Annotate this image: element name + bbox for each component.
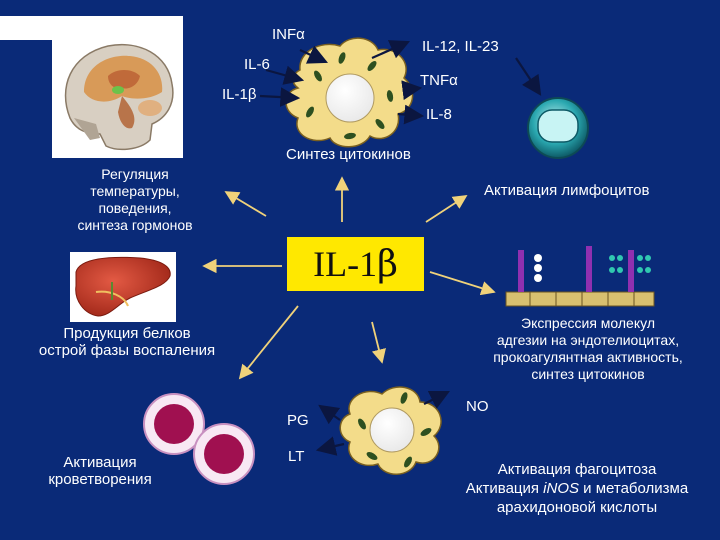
il1b-hub: IL-1β [287, 237, 424, 291]
brain-skull-icon [64, 44, 174, 151]
phago-line-3: арахидоновой кислоты [496, 499, 658, 516]
phago-line-1: Активация фагоцитоза [497, 461, 657, 478]
brain-image-panel [0, 16, 183, 40]
thermoregulation-text: Регуляция температуры, поведения, синтез… [60, 166, 210, 234]
label-pg: PG [287, 412, 309, 429]
hub-arrows [202, 176, 496, 380]
liver-icon [75, 256, 171, 317]
bottom-phagocyte-cell [339, 386, 442, 475]
acute-line-2: острой фазы воспаления [38, 342, 216, 359]
label-il12-il23: IL-12, IL-23 [422, 38, 499, 55]
adhesion-line-4: синтез цитокинов [531, 366, 645, 382]
label-no: NO [466, 398, 489, 415]
top-macrophage-cell [285, 37, 414, 148]
adhesion-line-3: прокоагулянтная активность, [493, 349, 683, 365]
phago-line-2-inos: iNOS [543, 480, 580, 497]
label-cytokine-synthesis: Синтез цитокинов [286, 146, 411, 163]
hematopoiesis-text: Активация кроветворения [30, 454, 170, 488]
top-cell-arrows [259, 40, 542, 125]
label-tnfa: TNFα [420, 72, 458, 89]
lymphocyte-icon [527, 97, 589, 159]
thermo-line-3: поведения, [98, 200, 172, 216]
label-il6: IL-6 [244, 56, 270, 73]
thermo-line-4: синтеза гормонов [77, 217, 193, 233]
acute-phase-text: Продукция белков острой фазы воспаления [14, 325, 240, 359]
label-il8: IL-8 [426, 106, 452, 123]
label-lt: LT [288, 448, 305, 465]
phago-line-2-pre: Активация [465, 480, 544, 497]
hub-label-prefix: IL-1 [313, 244, 378, 284]
blood-cells-icon [143, 393, 255, 485]
hub-label-greek: β [377, 244, 398, 285]
hemato-line-2: кроветворения [48, 471, 152, 488]
label-il1b-small: IL-1β [222, 86, 257, 103]
acute-line-1: Продукция белков [63, 325, 191, 342]
lymphocyte-activation-text: Активация лимфоцитов [484, 182, 650, 199]
phagocytosis-text: Активация фагоцитоза Активация iNOS и ме… [440, 460, 714, 517]
adhesion-line-1: Экспрессия молекул [521, 315, 655, 331]
adhesion-line-2: адгезии на эндотелиоцитах, [496, 332, 680, 348]
hemato-line-1: Активация [63, 454, 137, 471]
phago-line-2-post: и метаболизма [579, 480, 689, 497]
endothelium-adhesion-icon [505, 246, 655, 307]
bottom-cell-arrows [315, 391, 450, 456]
phago-line-2: Активация iNOS и метаболизма [440, 479, 714, 498]
adhesion-expression-text: Экспрессия молекул адгезии на эндотелиоц… [468, 315, 708, 383]
thermo-line-1: Регуляция [101, 166, 169, 182]
thermo-line-2: температуры, [90, 183, 180, 199]
label-infa: INFα [272, 26, 305, 43]
